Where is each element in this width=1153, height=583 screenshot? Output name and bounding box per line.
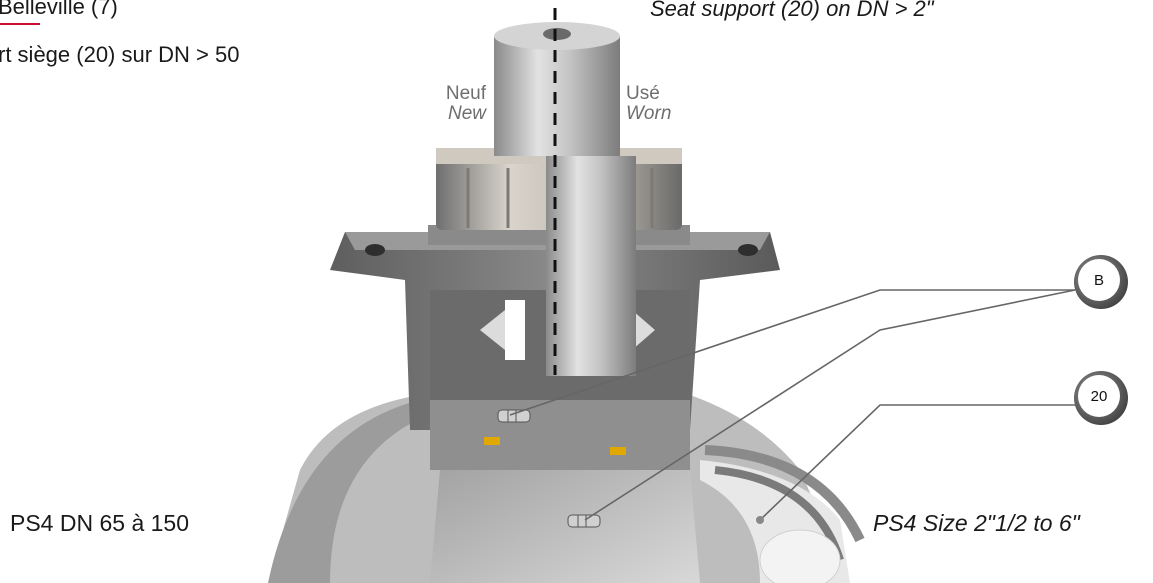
callout-badge-20: 20 [1074, 371, 1128, 425]
accent-underline [0, 23, 40, 25]
new-label-en: New [447, 103, 486, 124]
callout-badge-b-text: B [1094, 272, 1104, 289]
worn-label-fr: Usé [626, 83, 660, 104]
callout-badge-20-text: 20 [1091, 388, 1108, 405]
new-label: Neuf New [428, 84, 486, 124]
gold-mark-left [484, 437, 500, 445]
worn-label: Usé Worn [626, 84, 671, 124]
range-label-fr: PS4 DN 65 à 150 [10, 510, 190, 536]
worn-label-en: Worn [626, 103, 672, 124]
belleville-label-fr: Belleville (7) [0, 0, 118, 19]
new-label-fr: Neuf [445, 83, 486, 104]
valve-stem [494, 22, 636, 376]
range-label-en: PS4 Size 2"1/2 to 6" [873, 510, 1080, 536]
callout-leaders [509, 289, 1076, 521]
callout-badge-b: B [1074, 255, 1128, 309]
screw-upper [497, 409, 531, 423]
screw-lower [567, 514, 601, 528]
valve-lower-body [268, 395, 865, 583]
seat-support-label-en: Seat support (20) on DN > 2" [650, 0, 934, 21]
seat-support-label-fr: rt siège (20) sur DN > 50 [0, 42, 240, 67]
gold-mark-right [610, 447, 626, 455]
leader-dot [756, 516, 764, 524]
